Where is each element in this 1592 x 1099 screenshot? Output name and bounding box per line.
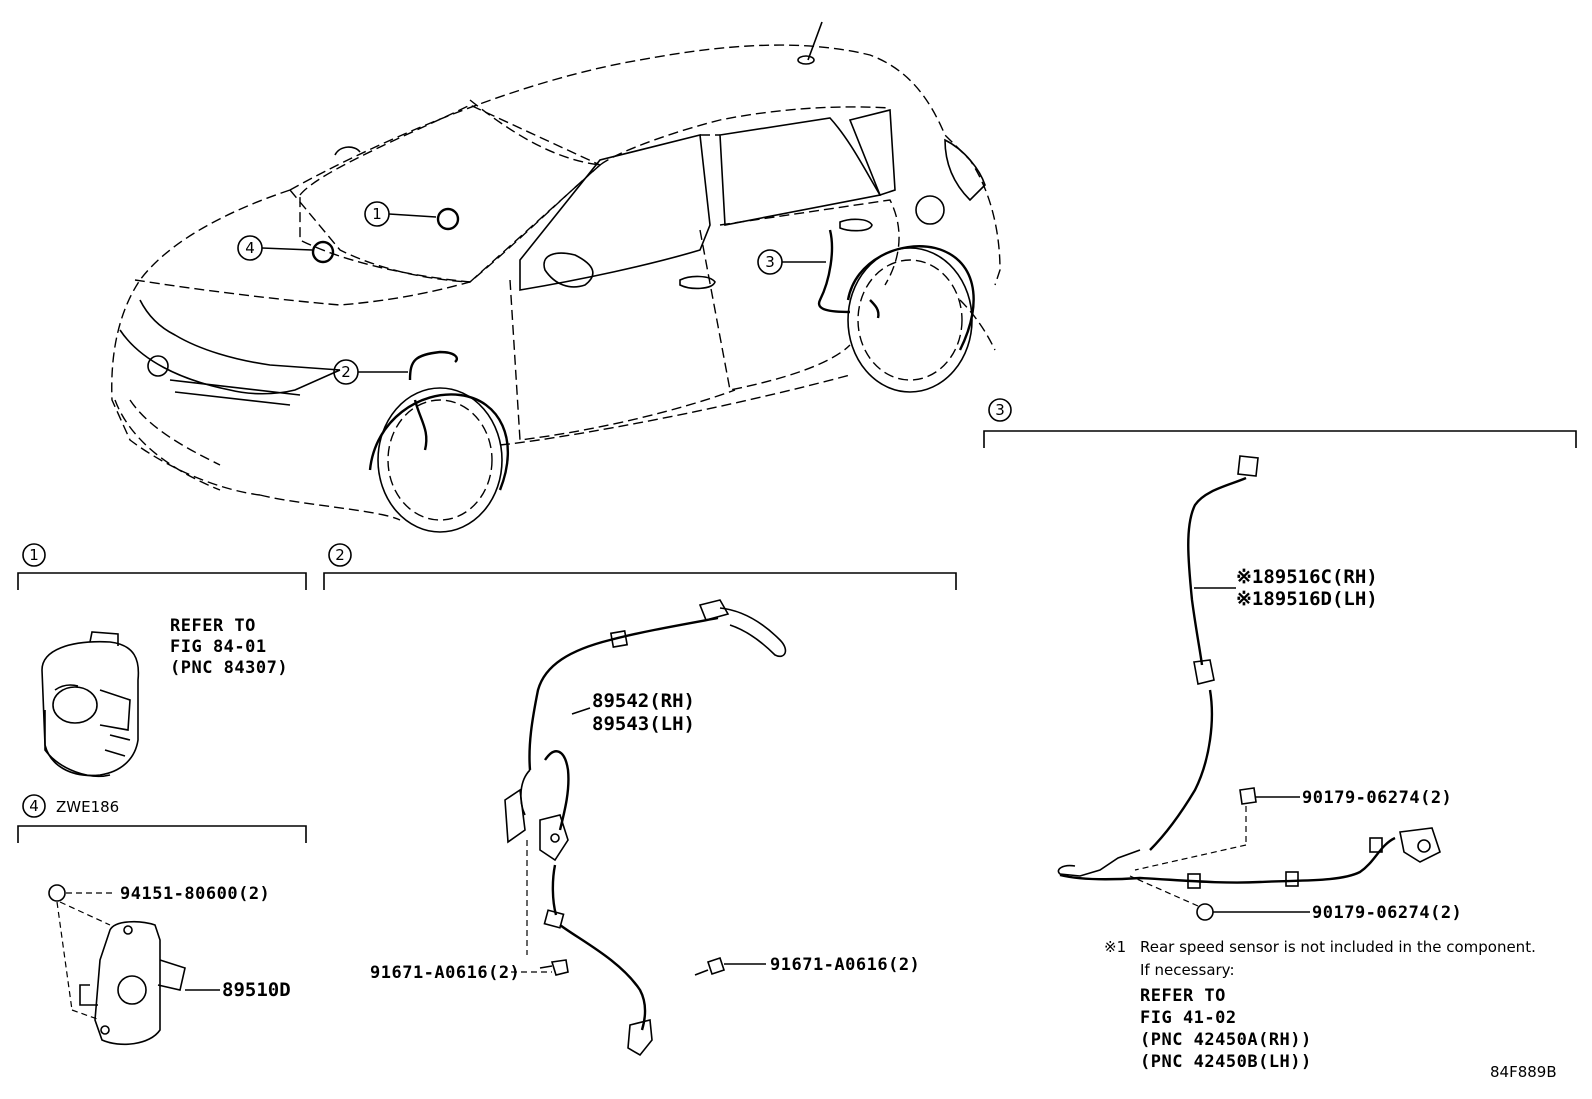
section-4: 4 ZWE186 94151-80600(2) 89510D <box>17 794 307 1046</box>
section-1-refer-line-3: (PNC 84307) <box>170 658 288 678</box>
callout-1[interactable]: 1 <box>364 201 437 227</box>
section-3: 3 ※189516C(RH) ※189516D(LH) 90179-06274(… <box>983 398 1577 1072</box>
section-2: 2 89542(RH) 89543(LH) <box>323 543 957 1057</box>
section-3-refer-line-2: FIG 41-02 <box>1140 1008 1237 1028</box>
section-3-part-rh: ※189516C(RH) <box>1236 566 1378 588</box>
callout-4[interactable]: 4 <box>237 235 313 261</box>
section-1-refer-line-2: FIG 84-01 <box>170 637 267 657</box>
bolt-91671-right[interactable] <box>694 956 766 976</box>
section-2-bolt-left: 91671-A0616(2) <box>370 963 520 983</box>
svg-text:4: 4 <box>245 239 255 257</box>
bolt-91671-left[interactable] <box>511 840 569 976</box>
front-speed-sensor-part[interactable] <box>504 599 787 1057</box>
section-4-model: ZWE186 <box>56 798 119 816</box>
clockspring-marker <box>436 207 460 231</box>
section-4-bolt-label: 94151-80600(2) <box>120 884 270 904</box>
section-4-number: 4 <box>29 797 39 815</box>
section-1: 1 REFER TO FIG 84-01 (PNC 84307) <box>17 543 307 777</box>
section-1-number: 1 <box>29 546 39 564</box>
rear-wheel <box>846 245 975 393</box>
front-wheel <box>368 387 510 533</box>
section-3-part-lh: ※189516D(LH) <box>1236 588 1378 610</box>
bolt-90179-lower[interactable] <box>1129 875 1310 921</box>
section-2-part-lh: 89543(LH) <box>592 713 695 735</box>
section-3-bolt-upper: 90179-06274(2) <box>1302 788 1452 808</box>
clockspring-part[interactable] <box>41 631 140 777</box>
bolt-90179-upper[interactable] <box>1134 787 1300 871</box>
section-3-note-mark: ※1 <box>1104 938 1126 956</box>
yaw-sensor-marker <box>311 240 335 264</box>
section-3-note-text-2: If necessary: <box>1140 961 1235 979</box>
svg-text:1: 1 <box>372 205 382 223</box>
svg-text:2: 2 <box>341 363 351 381</box>
callout-2[interactable]: 2 <box>333 359 408 385</box>
section-3-refer-line-3: (PNC 42450A(RH)) <box>1140 1030 1312 1050</box>
section-3-bolt-lower: 90179-06274(2) <box>1312 903 1462 923</box>
yaw-rate-sensor-part[interactable] <box>79 920 186 1046</box>
diagram-id: 84F889B <box>1490 1063 1557 1081</box>
section-2-part-rh: 89542(RH) <box>592 690 695 712</box>
section-2-bolt-right: 91671-A0616(2) <box>770 955 920 975</box>
section-1-refer-line-1: REFER TO <box>170 616 256 636</box>
section-3-refer-line-1: REFER TO <box>1140 986 1226 1006</box>
section-3-refer-line-4: (PNC 42450B(LH)) <box>1140 1052 1312 1072</box>
car-illustration: 1 4 2 3 <box>111 21 1001 533</box>
rear-speed-sensor-part[interactable] <box>1057 455 1441 889</box>
section-3-number: 3 <box>995 401 1005 419</box>
section-3-note-text: Rear speed sensor is not included in the… <box>1140 938 1536 956</box>
callout-3[interactable]: 3 <box>757 249 826 275</box>
section-2-number: 2 <box>335 546 345 564</box>
section-4-part-label: 89510D <box>222 979 291 1001</box>
bolt-94151[interactable] <box>48 884 116 902</box>
svg-text:3: 3 <box>765 253 775 271</box>
